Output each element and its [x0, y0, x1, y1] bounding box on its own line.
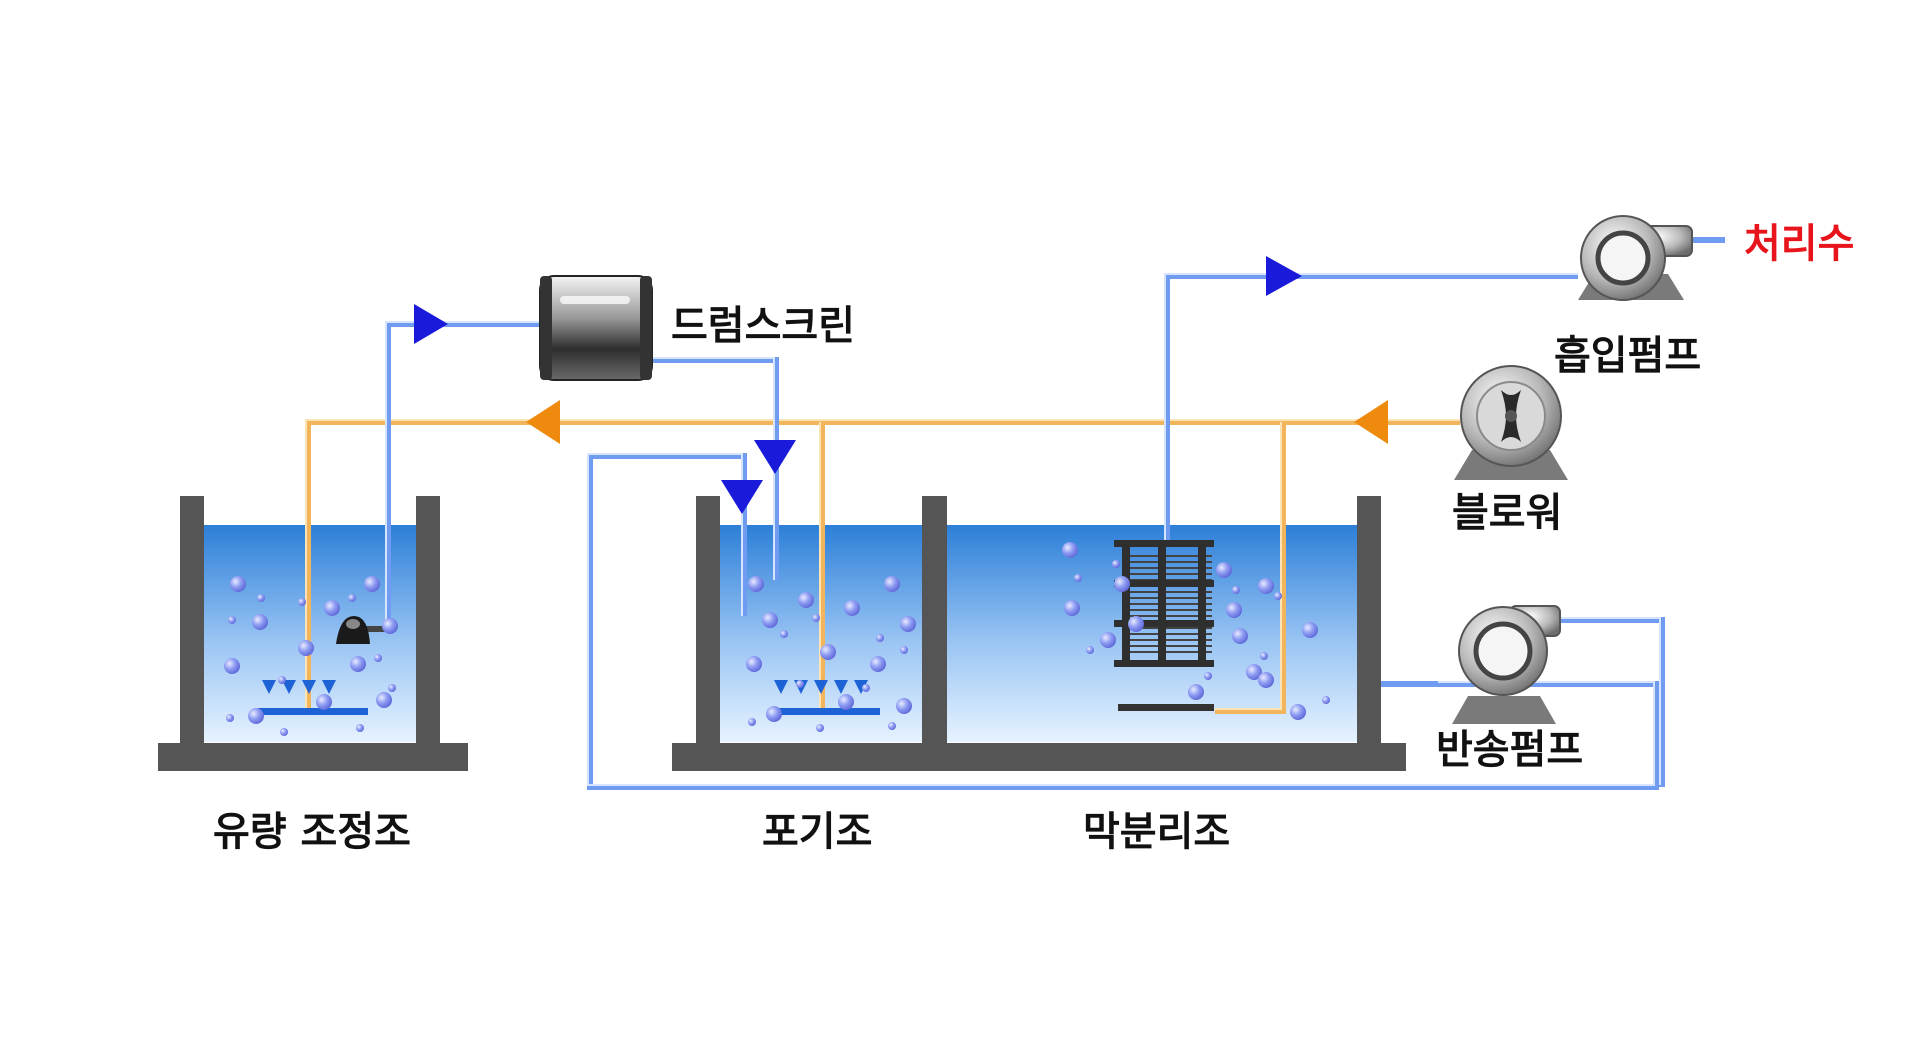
- arrow-right-icon: [414, 304, 448, 344]
- arrow-right-icon: [1266, 256, 1302, 296]
- diffuser-icon: [258, 680, 368, 715]
- arrow-down-icon: [721, 480, 763, 514]
- water-pipe-highlight: [385, 273, 1661, 786]
- label-blower: 블로워: [1452, 490, 1563, 536]
- air-pipe-highlight: [305, 419, 1460, 712]
- flow-tank: [158, 496, 468, 771]
- water-pipes: [385, 237, 1725, 790]
- submersible-pump-icon: [336, 616, 390, 644]
- air-pipes: [305, 419, 1460, 714]
- return-pump-icon[interactable]: [1452, 605, 1561, 724]
- aeration-membrane-tank: [672, 496, 1406, 771]
- bubbles: [224, 542, 1330, 736]
- label-aeration-tank: 포기조: [762, 809, 873, 855]
- label-return-pump: 반송펌프: [1436, 727, 1584, 773]
- label-treated-water: 처리수: [1744, 221, 1855, 267]
- label-drum-screen: 드럼스크린: [671, 303, 855, 349]
- air-arrows: [526, 400, 1388, 444]
- arrow-down-icon: [754, 440, 796, 474]
- suction-pump-icon[interactable]: [1578, 215, 1693, 301]
- membrane-diffuser-icon: [1118, 704, 1214, 711]
- blower-icon[interactable]: [1454, 365, 1568, 480]
- membrane-module-icon: [1114, 540, 1214, 667]
- label-suction-pump: 흡입펌프: [1554, 333, 1702, 379]
- arrow-left-icon: [526, 400, 560, 444]
- drum-screen-icon[interactable]: [539, 275, 653, 381]
- water-arrows: [414, 256, 1302, 514]
- label-membrane-tank: 막분리조: [1083, 809, 1231, 855]
- arrow-left-icon: [1354, 400, 1388, 444]
- label-flow-tank: 유량 조정조: [213, 809, 411, 855]
